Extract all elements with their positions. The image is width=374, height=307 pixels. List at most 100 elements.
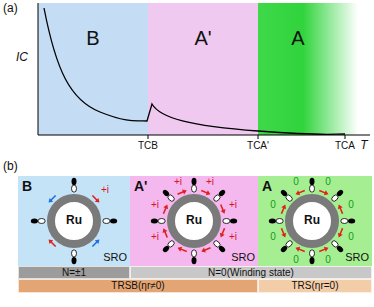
node-text: N=0(Winding state)	[208, 267, 294, 279]
phase-panel: B SRO Ru	[18, 176, 130, 266]
phase-label: +i	[174, 176, 182, 188]
orbital	[213, 189, 227, 203]
tick	[345, 135, 346, 139]
node-text: Ru	[186, 214, 202, 228]
label-holder: 0	[325, 176, 331, 188]
ru-inclusion: Ru	[285, 194, 339, 248]
orbital	[192, 250, 197, 264]
symmetry-bar: TRSB(ηr≠0)	[18, 279, 258, 293]
y-axis	[38, 3, 39, 135]
node-text: Ru	[66, 214, 82, 228]
node-text: B	[86, 27, 99, 50]
tick-label: TCB	[138, 140, 158, 152]
orbital	[162, 189, 176, 203]
label-holder: (b)	[3, 160, 18, 174]
label-holder: +i	[229, 199, 237, 211]
label-holder: 0	[293, 176, 299, 188]
phase-label: +i	[229, 199, 237, 211]
phase-label: 0	[293, 176, 299, 188]
panel-label: (a)	[3, 2, 18, 16]
node-text: SRO	[231, 251, 255, 264]
phase-label: 0	[325, 176, 331, 188]
node-text: SRO	[345, 251, 369, 264]
phase-label: +i	[101, 184, 109, 196]
orbital	[331, 189, 345, 203]
orbital	[151, 219, 165, 224]
phase-panel: A SRO Ru	[258, 176, 372, 266]
orbital	[310, 250, 315, 264]
phase-panel: A' SRO Ru	[130, 176, 258, 266]
ru-inclusion: Ru	[47, 194, 101, 248]
winding-bar: N=±1	[18, 266, 130, 279]
winding-bar: N=0(Winding state)	[130, 266, 372, 279]
phase-label: +i	[151, 231, 159, 243]
phase-label: +i	[206, 176, 214, 188]
tick	[148, 135, 149, 139]
orbital	[162, 240, 176, 254]
orbital	[280, 240, 294, 254]
label-holder: TCB	[138, 140, 158, 152]
label-holder: +i	[174, 176, 182, 188]
panel-label: (b)	[3, 160, 18, 174]
panel-fill	[258, 176, 372, 266]
node-text: N=±1	[62, 267, 86, 279]
panel-fill	[18, 176, 130, 266]
phase-region: A	[258, 3, 358, 135]
node-text: A	[291, 27, 304, 50]
panel-fill	[130, 176, 258, 266]
node-text: A	[262, 178, 272, 194]
phase-label: 0	[270, 199, 276, 211]
node-text: TRS(ηr=0)	[292, 280, 339, 292]
label-holder: 0	[325, 254, 331, 266]
phase-label: +i	[151, 199, 159, 211]
ru-inclusion: Ru	[167, 194, 221, 248]
ic-curve	[44, 8, 345, 134]
phase-label: 0	[293, 254, 299, 266]
label-holder: +i	[229, 231, 237, 243]
label-holder: TCA'	[247, 140, 269, 152]
orbital	[31, 219, 45, 224]
label-holder: (a)	[3, 2, 18, 16]
label-holder: TCA	[335, 140, 355, 152]
phase-label: 0	[348, 231, 354, 243]
label-holder: +i	[101, 184, 109, 196]
region-fill	[258, 3, 358, 135]
orbital	[269, 219, 283, 224]
orbital	[341, 219, 355, 224]
phase-label: 0	[325, 254, 331, 266]
label-holder: +i	[151, 231, 159, 243]
tick	[258, 135, 259, 139]
orbital	[72, 178, 77, 192]
node-text: B	[22, 178, 32, 194]
node-text: TRSB(ηr≠0)	[111, 280, 164, 292]
phase-label: +i	[229, 231, 237, 243]
orbital	[223, 219, 237, 224]
orbital	[103, 219, 117, 224]
axis-label: T	[360, 139, 367, 153]
phase-region: B	[38, 3, 148, 135]
orbital	[310, 178, 315, 192]
phase-region: A'	[148, 3, 258, 135]
label-holder: T	[360, 139, 367, 153]
phase-label: 0	[270, 231, 276, 243]
region-fill	[38, 3, 148, 135]
label-holder: IC	[16, 51, 28, 65]
label-holder: +i	[206, 176, 214, 188]
node-text: SRO	[103, 251, 127, 264]
orbital	[72, 250, 77, 264]
orbital	[280, 189, 294, 203]
orbital	[213, 240, 227, 254]
tick-label: TCA	[335, 140, 355, 152]
label-holder: 0	[348, 231, 354, 243]
node-text: A'	[134, 178, 147, 194]
label-holder: 0	[348, 199, 354, 211]
axis-label: IC	[16, 51, 28, 65]
node-text: Ru	[304, 214, 320, 228]
orbital	[331, 240, 345, 254]
symmetry-bar: TRS(ηr=0)	[258, 279, 372, 293]
label-holder: 0	[270, 231, 276, 243]
label-holder: 0	[293, 254, 299, 266]
orbital	[192, 178, 197, 192]
